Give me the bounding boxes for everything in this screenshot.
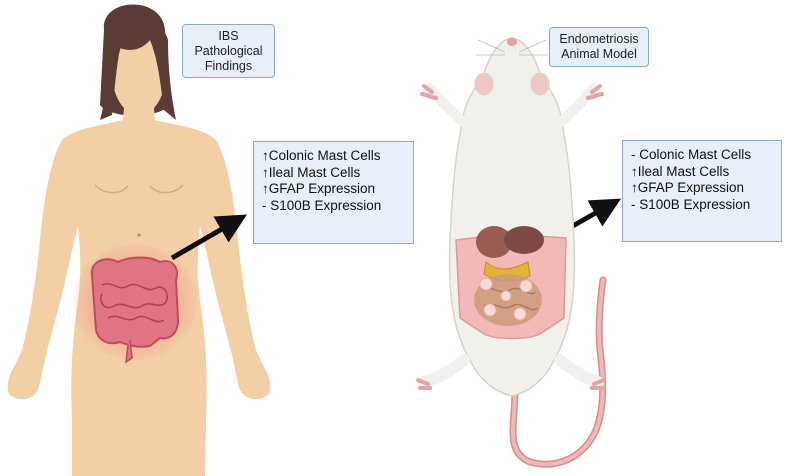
ibs-title-line: IBS (189, 29, 268, 44)
endometriosis-findings-box: - Colonic Mast Cells ↑Ileal Mast Cells ↑… (622, 140, 782, 242)
ibs-title-line: Pathological (189, 44, 268, 59)
rat-paw-hind-right (560, 360, 598, 382)
finding-item: ↑GFAP Expression (631, 180, 773, 197)
endometriosis-title-box: Endometriosis Animal Model (549, 27, 649, 67)
finding-item: - S100B Expression (262, 198, 405, 215)
finding-item: ↑GFAP Expression (262, 181, 405, 198)
rat-ear-right (531, 73, 549, 95)
endometriosis-title-line: Endometriosis (556, 32, 642, 47)
ibs-title-line: Findings (189, 59, 268, 74)
finding-item: - Colonic Mast Cells (631, 147, 773, 164)
ibs-title-box: IBS Pathological Findings (182, 24, 275, 78)
ibs-findings-box: ↑Colonic Mast Cells ↑Ileal Mast Cells ↑G… (253, 141, 414, 244)
rat-figure (418, 38, 604, 464)
rat-body (450, 38, 575, 396)
navel (137, 233, 140, 236)
finding-item: - S100B Expression (631, 197, 773, 214)
finding-item: ↑Colonic Mast Cells (262, 148, 405, 165)
rat-paw-front-right (554, 88, 594, 128)
rat-ear-left (475, 73, 493, 95)
finding-item: ↑Ileal Mast Cells (262, 165, 405, 182)
rat-paw-front-left (430, 88, 470, 128)
rat-paw-hind-left (424, 360, 464, 382)
finding-item: ↑Ileal Mast Cells (631, 164, 773, 181)
rat-nose (507, 38, 517, 46)
endometriosis-title-line: Animal Model (556, 47, 642, 62)
